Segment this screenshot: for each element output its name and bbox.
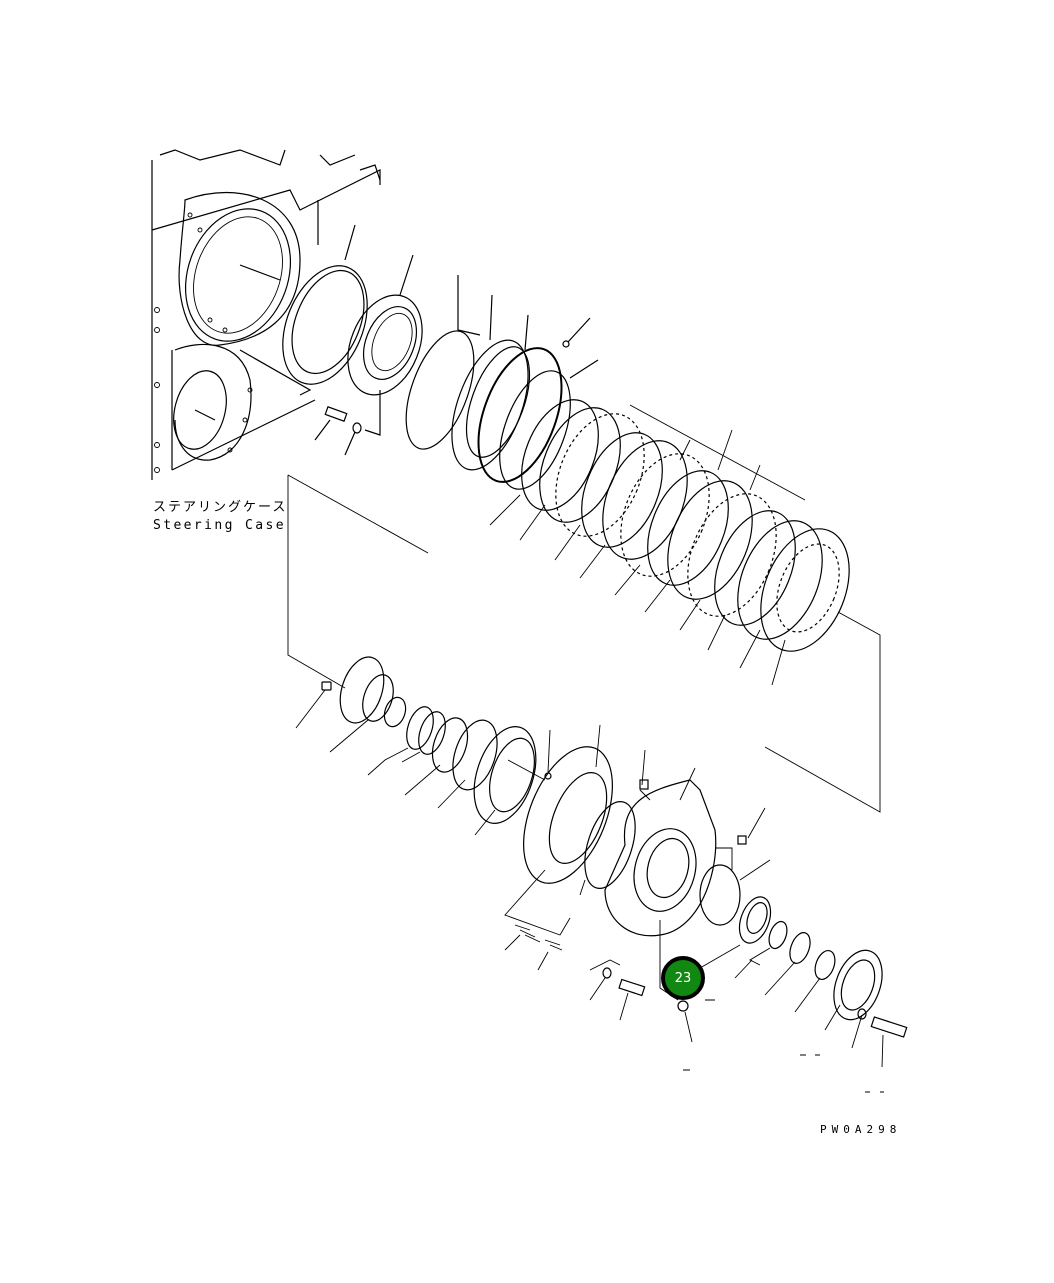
end-cover-parts <box>699 896 908 1068</box>
steering-case <box>151 149 381 480</box>
brake-housing <box>504 724 771 937</box>
bearing-rings <box>282 200 423 396</box>
steering-case-label-jp: ステアリングケース <box>153 500 288 515</box>
callout-badge-23[interactable]: 23 <box>661 956 705 1000</box>
assembly-bracket-lines <box>287 474 429 689</box>
clutch-drum <box>405 275 599 490</box>
drawing-code: PW0A298 <box>820 1123 902 1136</box>
bolt-washer-group-1 <box>314 390 381 456</box>
hub-shaft-assembly <box>295 656 552 836</box>
clutch-disc-stack <box>489 399 881 813</box>
steering-case-label-en: Steering Case <box>153 518 286 533</box>
springs-and-bolts <box>504 920 884 1093</box>
callout-number: 23 <box>674 970 692 986</box>
